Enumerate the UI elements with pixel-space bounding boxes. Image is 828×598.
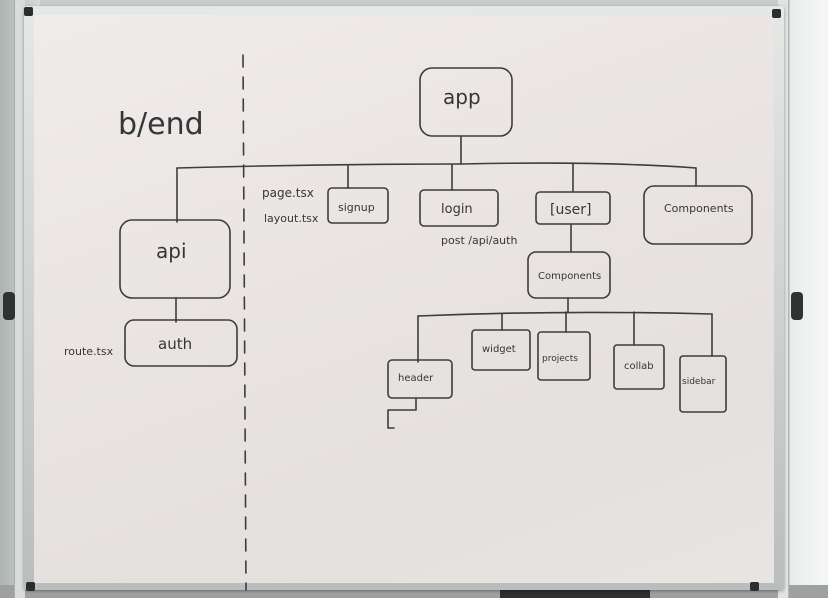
note-route: route.tsx — [64, 345, 114, 358]
box-login — [419, 189, 499, 227]
label-login: login — [441, 202, 473, 217]
frame-corner-top-right — [772, 9, 781, 18]
frame-corner-top-left — [24, 7, 33, 16]
label-collab: collab — [624, 361, 654, 372]
label-api: api — [156, 239, 187, 263]
frame-corner-bottom-left — [26, 582, 35, 591]
stand-knob-left — [3, 292, 15, 320]
box-header — [387, 359, 453, 399]
branch-sub — [417, 311, 713, 317]
box-auth — [124, 319, 238, 367]
box-projects — [537, 331, 591, 381]
note-layout: layout.tsx — [264, 212, 319, 225]
box-components — [643, 185, 753, 245]
label-sidebar: sidebar — [682, 377, 716, 387]
label-components: Components — [664, 202, 734, 215]
divider-line — [242, 54, 247, 591]
label-user-components: Components — [538, 271, 601, 282]
box-app — [419, 67, 513, 137]
label-header: header — [398, 373, 434, 384]
box-user-components — [527, 251, 611, 299]
note-login: post /api/auth — [441, 234, 517, 247]
box-signup — [327, 187, 389, 224]
label-widget: widget — [482, 344, 516, 355]
label-app: app — [443, 85, 481, 109]
box-user — [535, 191, 611, 225]
whiteboard-surface — [34, 15, 774, 583]
box-collab — [613, 344, 665, 390]
note-page: page.tsx — [262, 186, 314, 200]
box-api — [119, 219, 231, 299]
label-signup: signup — [338, 201, 375, 214]
box-widget — [471, 329, 531, 371]
branch-main — [176, 162, 697, 169]
frame-corner-bottom-right — [750, 582, 759, 591]
label-user: [user] — [550, 202, 591, 218]
side-label: b/end — [118, 107, 204, 142]
box-sidebar — [679, 355, 727, 413]
label-projects: projects — [542, 354, 578, 364]
stand-knob-right — [791, 292, 803, 320]
header-tail — [387, 397, 417, 429]
label-auth: auth — [158, 335, 192, 353]
stand-base-bar — [500, 588, 650, 598]
